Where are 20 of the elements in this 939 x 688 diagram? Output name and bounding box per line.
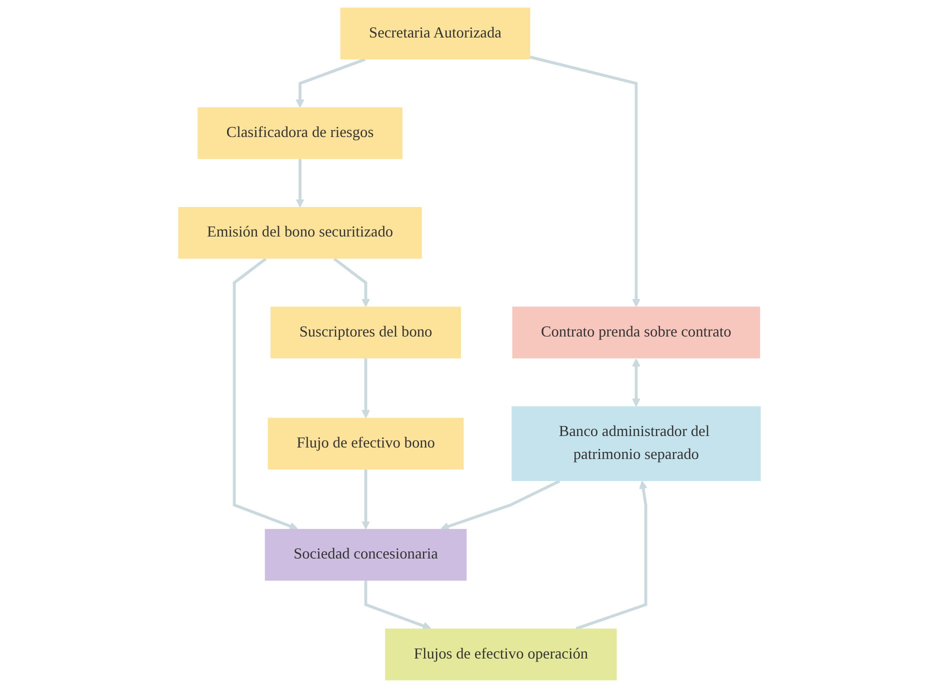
node-box: Emisión del bono securitizado: [178, 206, 422, 259]
arrow: [576, 480, 648, 630]
node-box: Flujos de efectivo operación: [385, 628, 617, 680]
node-box: Suscriptores del bono: [270, 306, 461, 358]
arrow: [530, 56, 640, 308]
arrow: [296, 58, 366, 108]
arrow: [333, 258, 370, 308]
node-box: Secretaria Autorizada: [340, 8, 530, 60]
node-box: Contrato prenda sobre contrato: [512, 306, 760, 358]
arrow: [362, 358, 370, 418]
node-box: Banco administrador del patrimonio separado: [512, 406, 761, 482]
arrow: [632, 358, 640, 407]
node-box: Sociedad concesionaria: [264, 528, 467, 581]
arrow: [362, 470, 370, 530]
node-box: Clasificadora de riesgos: [198, 107, 402, 160]
arrow: [232, 258, 298, 530]
arrow: [296, 159, 304, 208]
arrow: [440, 480, 560, 530]
node-box: Flujo de efectivo bono: [268, 418, 464, 470]
arrow: [364, 580, 432, 630]
